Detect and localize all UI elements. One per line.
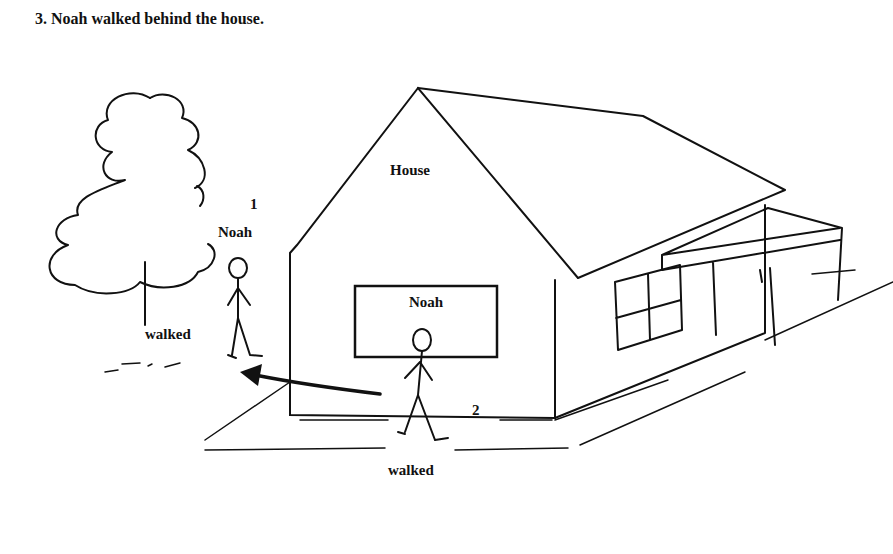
- roof: [418, 88, 785, 278]
- grass: [105, 363, 180, 372]
- node-outline: [290, 88, 580, 420]
- side-wall: [555, 205, 765, 418]
- callout-number: 1: [250, 196, 258, 213]
- ground-line: [555, 270, 893, 445]
- window-box: Noah: [355, 286, 497, 357]
- porch: [662, 208, 842, 345]
- callout-number: 2: [472, 402, 480, 419]
- title: 3. Noah walked behind the house.: [35, 10, 264, 28]
- tree-crown: [150, 94, 205, 188]
- arrow-head: [240, 364, 262, 386]
- stick-figure: [398, 329, 448, 440]
- node-text: Noah: [409, 294, 443, 311]
- action-word: walked: [388, 462, 434, 479]
- path-arrow: [255, 375, 380, 394]
- node-outline: [290, 88, 578, 418]
- action-word: walked: [145, 326, 191, 343]
- tree-trunk: [144, 262, 146, 325]
- window: [615, 265, 682, 350]
- house-front: HouseNoah: [290, 88, 580, 420]
- tree-curl: [197, 186, 203, 206]
- stick-figure: [228, 258, 262, 358]
- tree-crown: [50, 93, 215, 293]
- node-text: House: [390, 162, 430, 179]
- figure-name: Noah: [218, 224, 252, 241]
- node-outline: [355, 286, 497, 357]
